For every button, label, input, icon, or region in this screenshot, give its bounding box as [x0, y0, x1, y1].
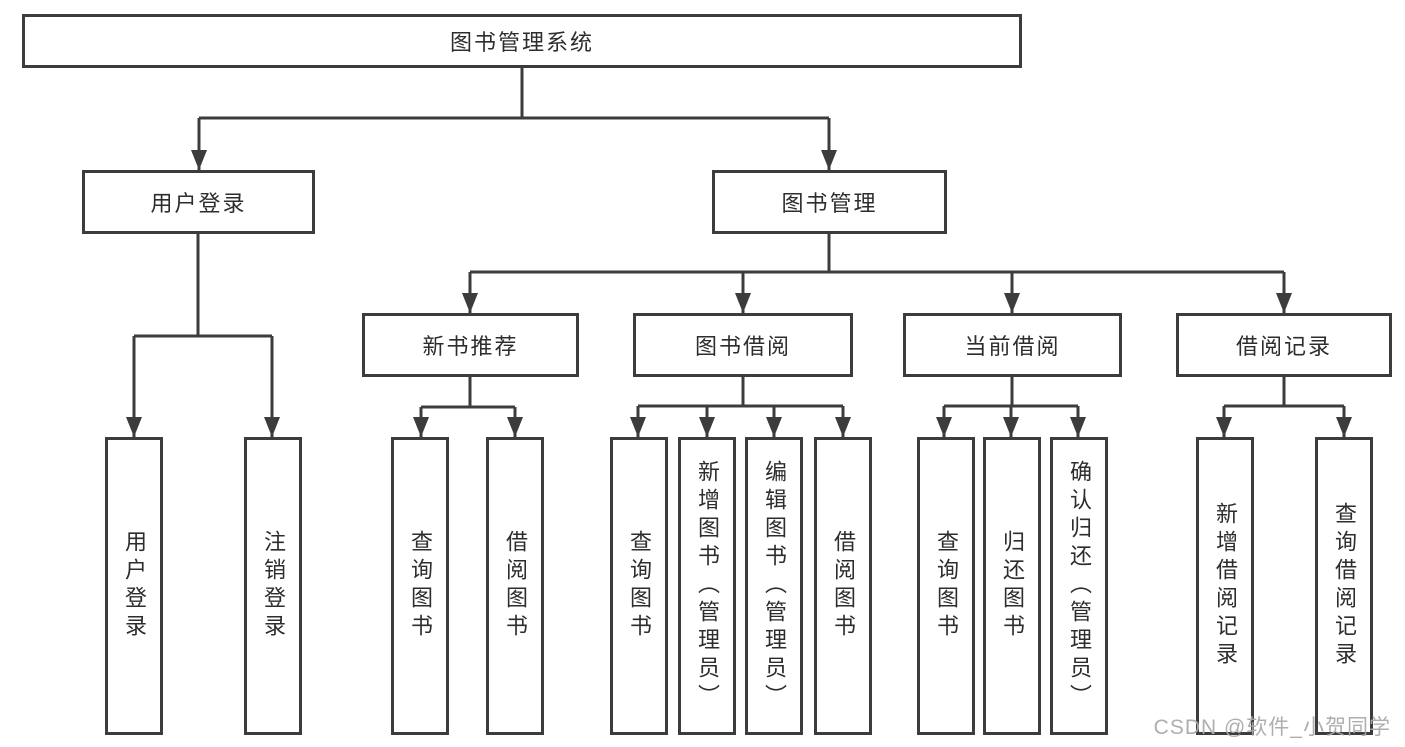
connector-line: [636, 377, 845, 437]
leaf-add-book-admin: 新增图书（管理员）: [678, 437, 736, 735]
connector-book-management-to-level3: [462, 234, 1292, 313]
connector-line: [132, 234, 274, 437]
arrow-down-icon: [126, 417, 280, 437]
connector-line: [197, 68, 831, 170]
connector-line: [468, 234, 1286, 313]
node-book-borrow-label: 图书借阅: [694, 334, 791, 359]
leaf-return-book: 归还图书: [983, 437, 1041, 735]
node-current-borrow-label: 当前借阅: [964, 334, 1061, 359]
leaf-add-borrow-record-label: 新增借阅记录: [1213, 502, 1238, 670]
arrow-down-icon: [413, 417, 523, 437]
node-book-borrow: 图书借阅: [633, 313, 853, 377]
leaf-query-books-recommend-label: 查询图书: [408, 530, 433, 642]
csdn-watermark: CSDN @软件_小贺同学: [1153, 716, 1391, 739]
connector-line: [1222, 377, 1346, 437]
arrow-down-icon: [191, 150, 837, 170]
leaf-query-books-borrow-label: 查询图书: [627, 530, 652, 642]
leaf-query-borrow-record-label: 查询借阅记录: [1332, 502, 1357, 670]
connector-new-book-recommend-to-leaves: [413, 377, 523, 437]
arrow-down-icon: [630, 417, 851, 437]
node-book-management: 图书管理: [712, 170, 947, 234]
leaf-user-login: 用户登录: [105, 437, 163, 735]
leaf-return-book-label: 归还图书: [1000, 530, 1025, 642]
leaf-edit-book-admin: 编辑图书（管理员）: [745, 437, 803, 735]
leaf-borrow-books: 借阅图书: [814, 437, 872, 735]
arrow-down-icon: [462, 293, 1292, 313]
connector-line: [419, 377, 517, 437]
connector-borrow-records-to-leaves: [1216, 377, 1352, 437]
node-borrow-records: 借阅记录: [1176, 313, 1392, 377]
leaf-add-borrow-record: 新增借阅记录: [1196, 437, 1254, 735]
node-user-login: 用户登录: [82, 170, 315, 234]
leaf-borrow-books-recommend: 借阅图书: [486, 437, 544, 735]
node-new-book-recommend-label: 新书推荐: [422, 334, 519, 359]
arrow-down-icon: [936, 417, 1086, 437]
connector-user-login-to-leaves: [126, 234, 280, 437]
leaf-query-borrow-record: 查询借阅记录: [1315, 437, 1373, 735]
leaf-logout: 注销登录: [244, 437, 302, 735]
node-user-login-label: 用户登录: [150, 191, 247, 216]
arrow-down-icon: [1216, 417, 1352, 437]
leaf-confirm-return-admin-label: 确认归还（管理员）: [1067, 460, 1092, 712]
leaf-add-book-admin-label: 新增图书（管理员）: [695, 460, 720, 712]
leaf-query-books-borrow: 查询图书: [610, 437, 668, 735]
leaf-query-books-current-label: 查询图书: [934, 530, 959, 642]
leaf-query-books-current: 查询图书: [917, 437, 975, 735]
leaf-user-login-label: 用户登录: [122, 530, 147, 642]
leaf-borrow-books-label: 借阅图书: [831, 530, 856, 642]
leaf-edit-book-admin-label: 编辑图书（管理员）: [762, 460, 787, 712]
node-new-book-recommend: 新书推荐: [362, 313, 579, 377]
node-root: 图书管理系统: [22, 14, 1022, 68]
node-borrow-records-label: 借阅记录: [1235, 334, 1332, 359]
connector-root-to-level2: [191, 68, 837, 170]
node-current-borrow: 当前借阅: [903, 313, 1122, 377]
leaf-confirm-return-admin: 确认归还（管理员）: [1050, 437, 1108, 735]
leaf-query-books-recommend: 查询图书: [391, 437, 449, 735]
node-root-label: 图书管理系统: [449, 30, 594, 55]
leaf-logout-label: 注销登录: [261, 530, 286, 642]
connector-current-borrow-to-leaves: [936, 377, 1086, 437]
connector-book-borrow-to-leaves: [630, 377, 851, 437]
leaf-borrow-books-recommend-label: 借阅图书: [503, 530, 528, 642]
node-book-management-label: 图书管理: [781, 191, 878, 216]
